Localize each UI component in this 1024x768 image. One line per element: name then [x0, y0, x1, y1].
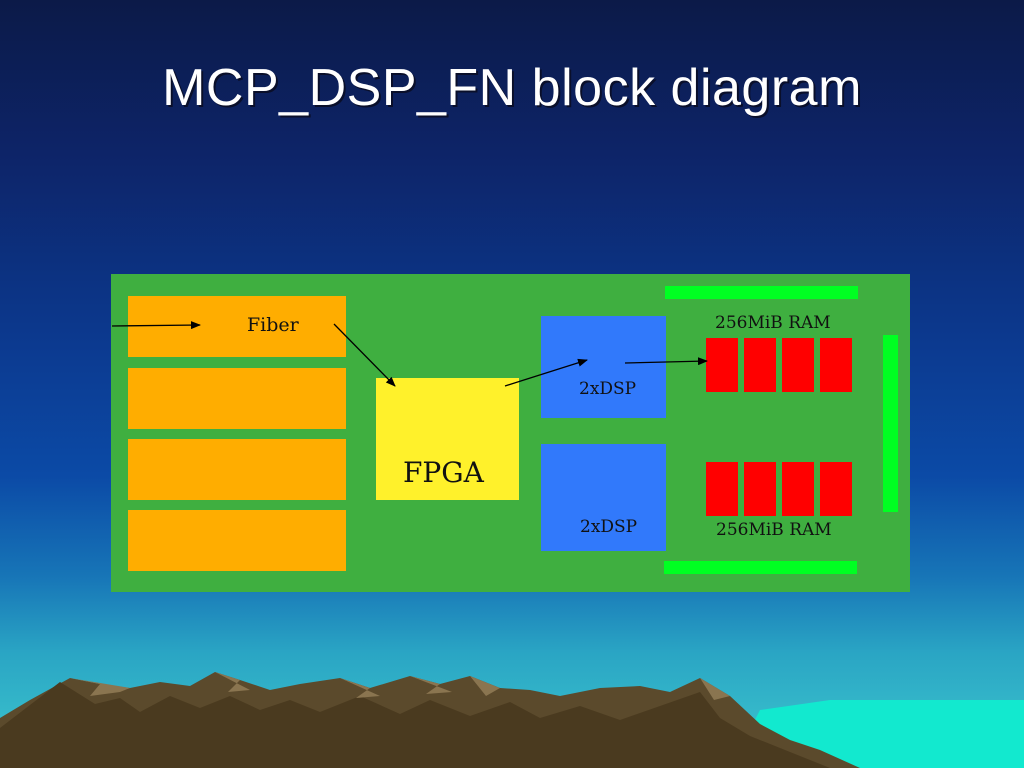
ram-chip: [706, 462, 738, 516]
fpga-block: FPGA: [376, 378, 519, 500]
ram-chip: [782, 338, 814, 392]
ram-chip: [744, 338, 776, 392]
slide-title: MCP_DSP_FN block diagram: [162, 59, 862, 117]
ram-chip: [706, 338, 738, 392]
ram-chip: [744, 462, 776, 516]
dsp-block-top: 2xDSP: [541, 316, 666, 418]
mountain-shadow: [0, 682, 830, 768]
fiber-module-3: [128, 439, 346, 500]
ram-chip: [782, 462, 814, 516]
ram-chip: [820, 462, 852, 516]
bus-right: [883, 335, 898, 512]
board: Fiber FPGA 2xDSP 2xDSP 256MiB RAM 256MiB…: [111, 274, 910, 592]
ram-top-label: 256MiB RAM: [715, 313, 831, 333]
mountain-highlights: [70, 672, 730, 700]
fiber-label: Fiber: [247, 314, 299, 336]
dsp-block-bottom: 2xDSP: [541, 444, 666, 551]
ram-bottom-label: 256MiB RAM: [716, 520, 832, 540]
dsp-bottom-label: 2xDSP: [580, 517, 638, 537]
fiber-module-2: [128, 368, 346, 429]
dsp-top-label: 2xDSP: [579, 379, 637, 399]
fiber-module-1: Fiber: [128, 296, 346, 357]
mountain-scenery: [0, 672, 1024, 768]
fiber-module-4: [128, 510, 346, 571]
bus-bottom: [664, 561, 857, 574]
bus-top: [665, 286, 858, 299]
ram-chip: [820, 338, 852, 392]
fpga-label: FPGA: [403, 456, 484, 489]
